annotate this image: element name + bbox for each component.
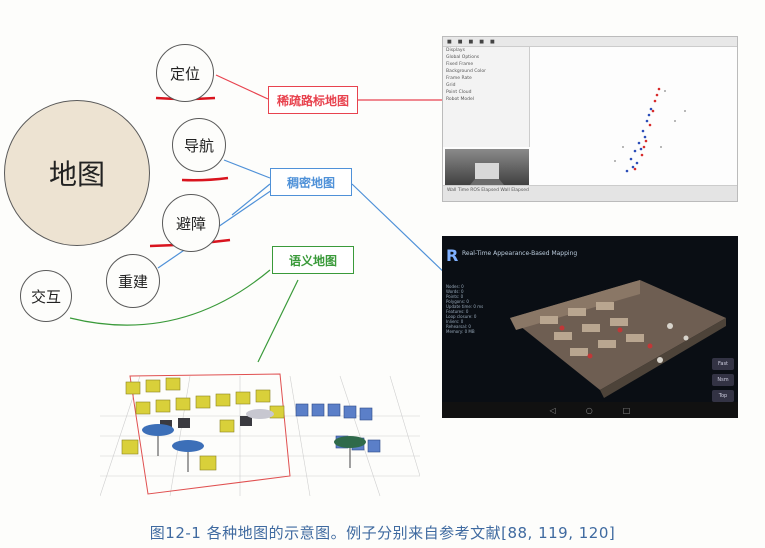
tables: [142, 409, 366, 472]
panel-line: Background Color: [446, 69, 487, 74]
obstacle-avoidance-node: 避障: [162, 194, 220, 252]
dense-reconstruction: [510, 280, 726, 398]
underline-navigation: [181, 176, 229, 182]
stat-line: Points: 0: [446, 294, 464, 299]
semantic-map-label: 语义地图: [272, 246, 354, 274]
panel-line: Grid: [446, 83, 456, 88]
toolbar-icon: ■: [489, 38, 495, 45]
panel-line: Frame Rate: [446, 76, 472, 81]
sparse-point-cloud: [614, 87, 686, 173]
localization-node: 定位: [156, 44, 214, 102]
panel-line: Global Options: [446, 55, 480, 60]
dense-map-label: 稠密地图: [270, 168, 352, 196]
stat-line: Words: 0: [446, 289, 464, 294]
link-semantic-scene: [257, 279, 299, 363]
tablet-stats: Nodes: 0 Words: 0 Points: 0 Polygons: 0 …: [446, 284, 506, 334]
home-icon[interactable]: ○: [585, 405, 593, 415]
reconstruction-node: 重建: [106, 254, 160, 308]
link-avoidance-dense: [231, 183, 271, 216]
recent-apps-icon[interactable]: □: [622, 405, 631, 415]
link-dense-tablet: [351, 183, 451, 279]
rtabmap-logo: R: [446, 246, 459, 265]
toolbar-icon: ■: [457, 38, 463, 45]
rviz-displays-panel: Displays Global Options Fixed Frame Back…: [443, 47, 530, 147]
yellow-chairs: [121, 377, 285, 471]
stat-line: Features: 0: [446, 309, 469, 314]
stat-line: Memory: 0 MB: [446, 329, 475, 334]
navigation-node: 导航: [172, 118, 226, 172]
panel-line: Fixed Frame: [446, 62, 474, 67]
stat-line: Loop closure: 0: [446, 314, 477, 319]
figure-caption: 图12-1 各种地图的示意图。例子分别来自参考文献[88, 119, 120]: [149, 524, 616, 542]
rviz-status-bar: Wall Time ROS Elapsed Wall Elapsed: [443, 185, 737, 201]
interaction-node: 交互: [20, 270, 72, 322]
link-localization-sparse: [215, 74, 269, 100]
toolbar-icon: ■: [468, 38, 474, 45]
panel-line: Point Cloud: [446, 90, 472, 95]
semantic-map-scene: [100, 373, 420, 497]
android-nav-bar: ◁ ○ □: [442, 402, 738, 418]
toolbar-icon: ■: [479, 38, 484, 45]
stat-line: Polygons: 0: [446, 299, 469, 304]
stat-line: Rehearsal: 0: [446, 324, 471, 329]
stat-line: Inliers: 0: [446, 319, 464, 324]
map-central-node: 地图: [4, 100, 150, 246]
link-navigation-dense: [223, 159, 271, 179]
panel-line: Displays: [446, 48, 465, 53]
stat-line: Nodes: 0: [446, 284, 464, 289]
toolbar-icon: ■: [447, 38, 452, 45]
sparse-landmark-map-label: 稀疏路标地图: [268, 86, 358, 114]
rviz-sparse-map-screenshot: ■ ■ ■ ■ ■ Displays Global Options Fixed …: [442, 36, 738, 202]
rtabmap-tablet-screenshot: R Real-Time Appearance-Based Mapping Nod…: [442, 236, 738, 418]
selection-box: [129, 373, 291, 495]
rviz-toolbar: ■ ■ ■ ■ ■: [443, 37, 737, 47]
link-interaction-semantic: [69, 269, 271, 326]
panel-line: Robot Model: [446, 97, 474, 102]
fast-button[interactable]: Fast: [712, 358, 734, 370]
top-view-button[interactable]: Top: [712, 390, 734, 402]
stat-line: Update time: 0 ms: [446, 304, 484, 309]
dark-chairs: [160, 416, 252, 430]
third-view-button[interactable]: Nsm: [712, 374, 734, 386]
back-icon[interactable]: ◁: [549, 405, 556, 415]
tablet-app-title: Real-Time Appearance-Based Mapping: [462, 250, 578, 257]
